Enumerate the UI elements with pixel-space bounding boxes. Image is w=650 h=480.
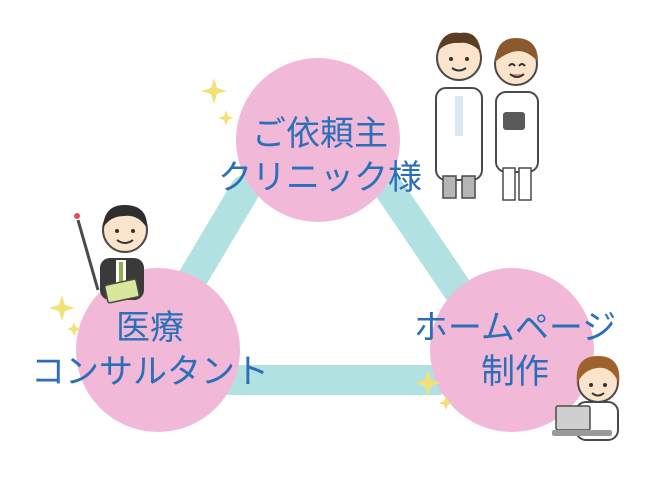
node-label-client-line2: クリニック様 (218, 158, 422, 199)
node-label-client-line1: ご依頼主 (252, 114, 388, 154)
nurse-illustration (494, 38, 539, 201)
node-label-web-line1: ホームページ (413, 308, 617, 348)
node-label-web-line2: 制作 (481, 352, 549, 393)
node-label-consultant-line1: 医療 (116, 308, 184, 348)
connector-top-right (375, 175, 485, 323)
node-label-consultant: 医療 コンサルタント (0, 306, 300, 394)
consultant-illustration (74, 204, 148, 304)
node-label-client: ご依頼主 クリニック様 (185, 112, 455, 200)
node-label-web: ホームページ 制作 (390, 306, 640, 394)
node-circle-consultant (76, 268, 240, 432)
sparkle-icon (201, 78, 234, 126)
node-circle-client (236, 58, 400, 222)
doctor-illustration (435, 32, 483, 199)
node-circle-web (430, 268, 594, 432)
web-designer-illustration (552, 356, 620, 441)
sparkle-icon (415, 370, 453, 410)
sparkle-icon (49, 295, 81, 336)
node-label-consultant-line2: コンサルタント (31, 352, 269, 393)
